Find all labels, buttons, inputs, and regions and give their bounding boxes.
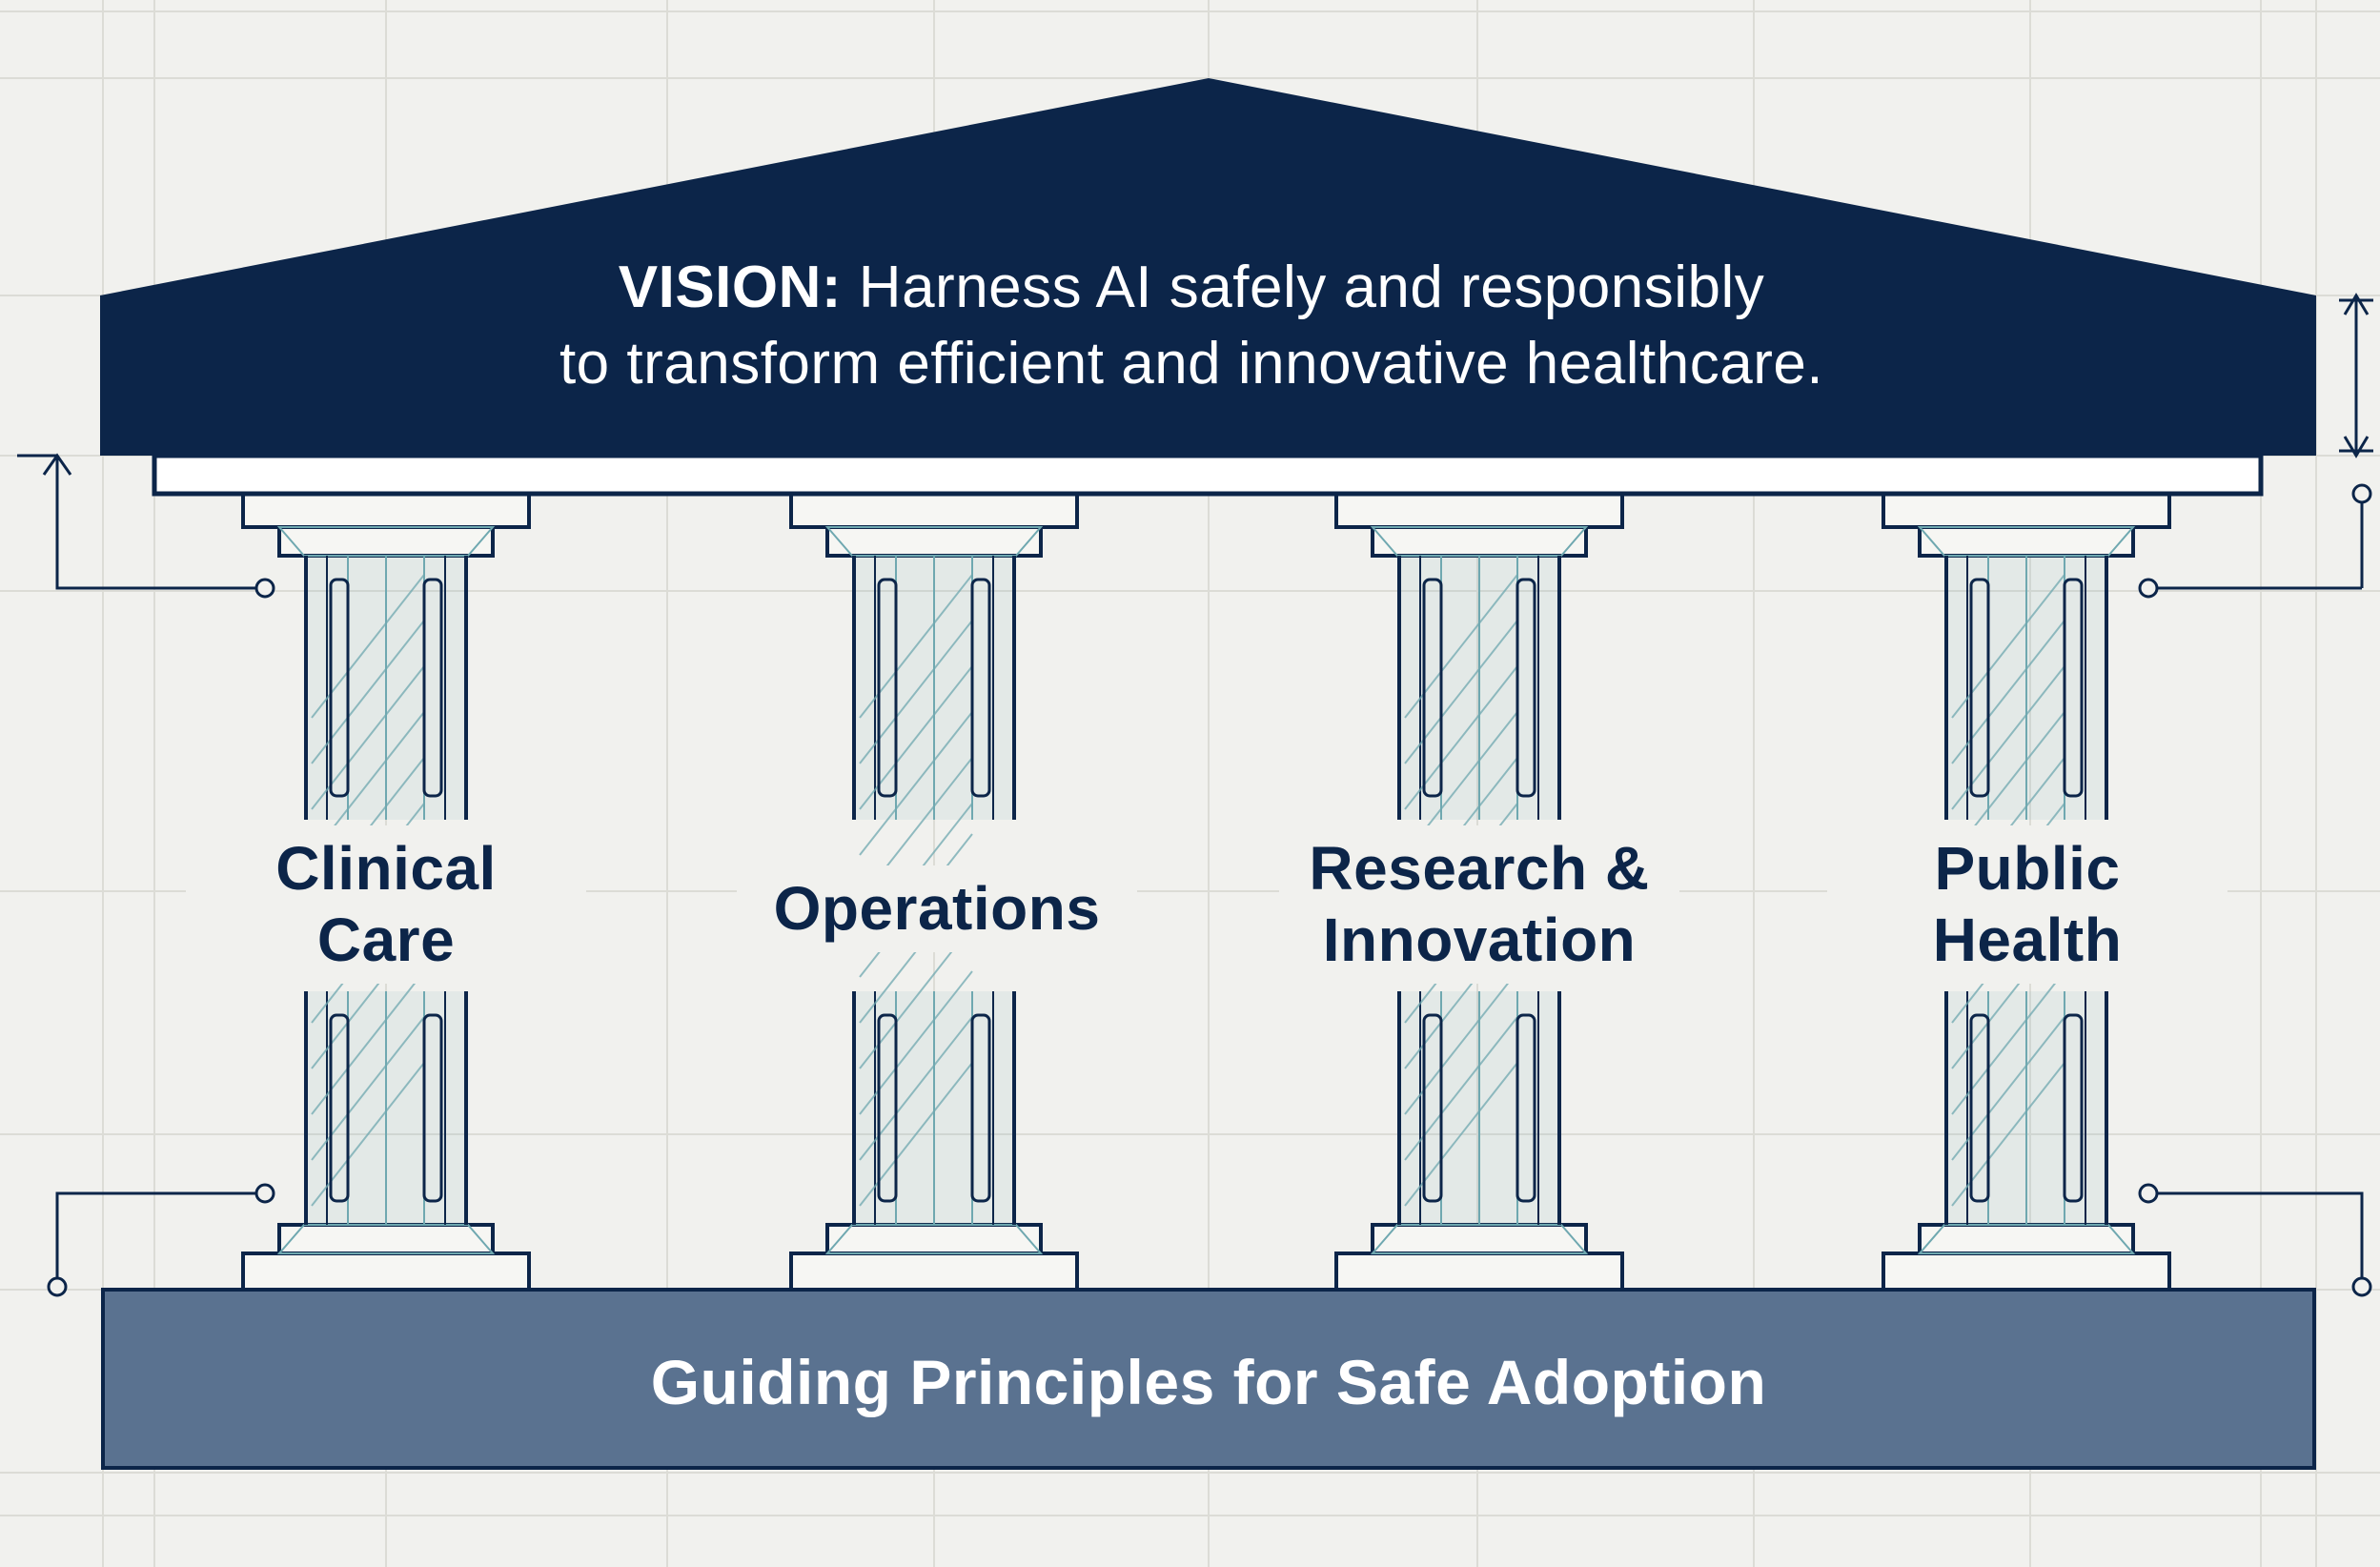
column-capital-echinus xyxy=(1371,525,1588,558)
column-base-plinth xyxy=(241,1252,531,1292)
column-flute-groove xyxy=(1422,578,1443,798)
column-capital-echinus xyxy=(277,525,495,558)
leader-node xyxy=(47,1276,68,1297)
column-flute-groove xyxy=(1422,1013,1443,1203)
leader-arrow xyxy=(42,453,72,476)
column-4 xyxy=(1882,492,2171,1292)
column-flute-groove xyxy=(329,578,350,798)
leader-line-left-lower xyxy=(55,1191,257,1287)
column-capital-top xyxy=(1882,492,2171,529)
column-hatch-line xyxy=(859,711,973,856)
column-flute-groove xyxy=(1969,1013,1990,1203)
dimension-arrow-top xyxy=(2343,293,2370,315)
column-shaft-upper xyxy=(1944,556,2108,947)
column-flute-groove xyxy=(970,1013,991,1203)
roof-architrave xyxy=(152,453,2264,497)
column-2 xyxy=(789,492,1079,1292)
pillar-label-line-2: Innovation xyxy=(1322,906,1637,974)
foundation-label: Guiding Principles for Safe Adoption xyxy=(650,1347,1767,1417)
roof-pediment xyxy=(100,78,2316,456)
column-capital-top xyxy=(1334,492,1624,529)
pillar-label-line-1: Research & xyxy=(1309,834,1650,903)
column-1 xyxy=(241,492,531,1292)
vision-line-1: VISION: Harness AI safely and responsibl… xyxy=(191,250,2192,326)
column-shaft-lower xyxy=(304,833,468,1225)
column-flute-groove xyxy=(2063,1013,2084,1203)
leader-node xyxy=(2351,1276,2372,1297)
leader-node xyxy=(2351,483,2372,504)
column-flute-groove xyxy=(329,1013,350,1203)
leader-node xyxy=(2138,1183,2159,1204)
column-capital-echinus xyxy=(1918,525,2135,558)
column-shaft-lower xyxy=(852,833,1016,1225)
pillar-label-public-health: Public Health xyxy=(1827,825,2227,984)
column-flute-groove xyxy=(970,578,991,798)
column-capital-top xyxy=(789,492,1079,529)
column-flute-groove xyxy=(422,1013,443,1203)
vision-line-1-text: Harness AI safely and responsibly xyxy=(842,254,1765,320)
column-flute-groove xyxy=(1515,1013,1536,1203)
vision-statement: VISION: Harness AI safely and responsibl… xyxy=(191,250,2192,402)
pillar-label-operations: Operations xyxy=(737,865,1137,952)
leader-node xyxy=(254,578,275,599)
leader-node xyxy=(2138,578,2159,599)
column-flute-groove xyxy=(1515,578,1536,798)
column-base-torus xyxy=(1918,1223,2135,1255)
column-base-plinth xyxy=(1882,1252,2171,1292)
pillar-label-line-1: Clinical xyxy=(275,834,497,903)
column-flute-groove xyxy=(1969,578,1990,798)
leader-node xyxy=(254,1183,275,1204)
column-shaft-upper xyxy=(1397,556,1561,947)
column-shaft-upper xyxy=(852,556,1016,947)
columns-group xyxy=(241,492,2171,1292)
pillar-label-research-innovation: Research & Innovation xyxy=(1279,825,1679,984)
column-flute-groove xyxy=(422,578,443,798)
leader-line-left-upper xyxy=(55,456,257,590)
column-capital-echinus xyxy=(825,525,1043,558)
column-base-plinth xyxy=(789,1252,1079,1292)
column-flute-groove xyxy=(2063,578,2084,798)
leader-line-right-lower xyxy=(2156,1191,2364,1285)
pillar-label-line-2: Care xyxy=(316,906,456,974)
foundation-base xyxy=(101,1288,2316,1470)
dimension-markers xyxy=(17,293,2373,1297)
column-capital-top xyxy=(241,492,531,529)
column-flute-groove xyxy=(877,1013,898,1203)
pillar-label-line-2: Health xyxy=(1932,906,2123,974)
column-base-plinth xyxy=(1334,1252,1624,1292)
pillar-label-line-1: Public xyxy=(1934,834,2121,903)
column-flute-groove xyxy=(877,578,898,798)
vision-label: VISION: xyxy=(618,254,843,320)
column-base-torus xyxy=(277,1223,495,1255)
column-base-torus xyxy=(825,1223,1043,1255)
pillar-label-clinical-care: Clinical Care xyxy=(186,825,586,984)
pillar-label-line-1: Operations xyxy=(773,874,1101,943)
dimension-arrow-bottom xyxy=(2343,436,2370,458)
column-base-torus xyxy=(1371,1223,1588,1255)
vision-line-2: to transform efficient and innovative he… xyxy=(559,331,1824,397)
